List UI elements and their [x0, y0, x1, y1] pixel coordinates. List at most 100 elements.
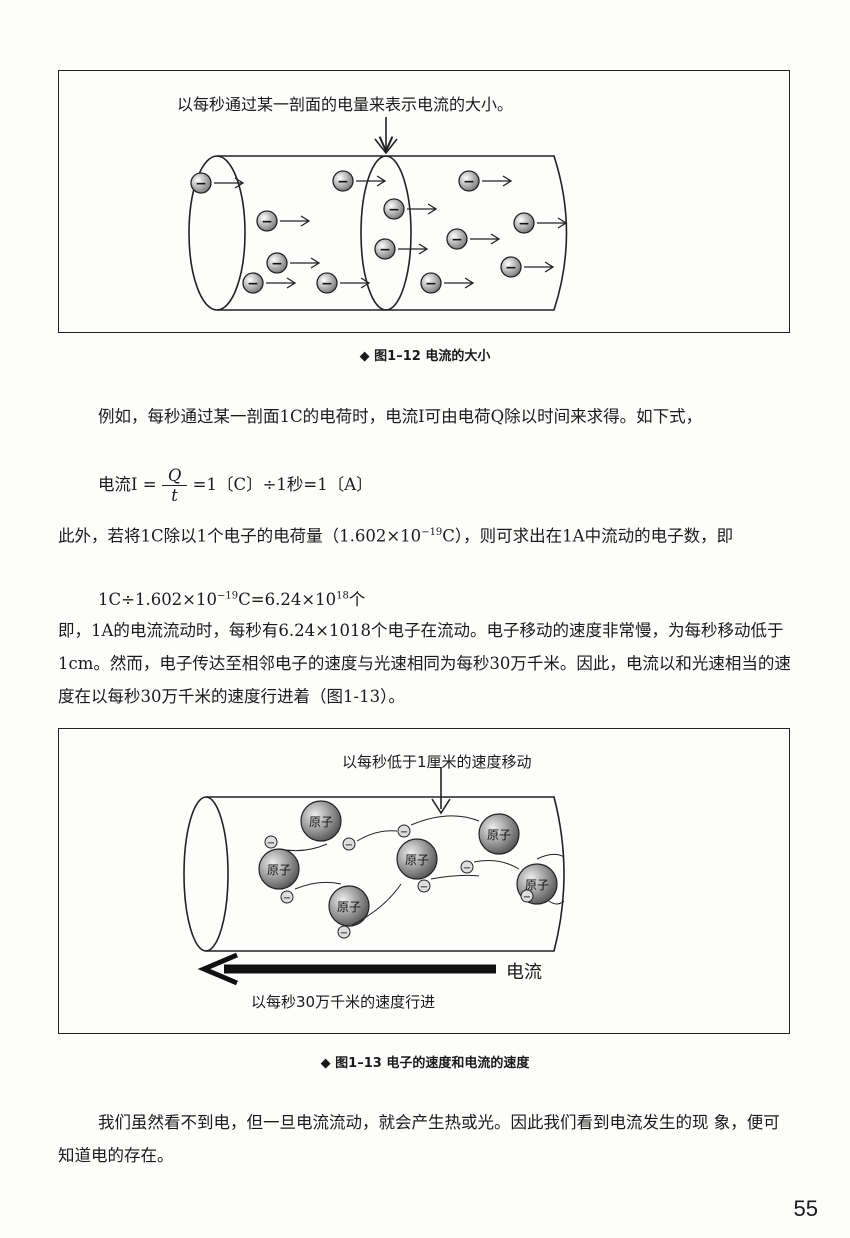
electron-path-arrow [473, 860, 520, 870]
svg-text:−: − [505, 260, 517, 276]
svg-text:−: − [247, 276, 259, 292]
arrow-right-icon [398, 243, 429, 255]
svg-text:原子: 原子 [487, 828, 511, 842]
electron: − [316, 272, 371, 294]
svg-text:−: − [463, 174, 475, 190]
arrow-right-icon [407, 203, 438, 215]
electron: − [520, 889, 534, 903]
svg-text:−: − [271, 256, 283, 272]
electron-path-arrow [430, 874, 480, 880]
electron-path-arrow [294, 881, 342, 890]
atom: 原子 [328, 885, 370, 927]
p2-text-after: C），则可求出在1A中流动的电子数，即 [442, 526, 734, 546]
electron: − [383, 198, 438, 220]
electron: − [337, 925, 351, 939]
paragraph-4: 我们虽然看不到电，但一旦电流流动，就会产生热或光。因此我们看到电流发生的现 象，… [58, 1113, 780, 1165]
electron: − [513, 212, 568, 234]
svg-text:−: − [451, 232, 463, 248]
electron-path-arrow [356, 830, 398, 842]
electron: − [256, 210, 311, 232]
electron: − [446, 228, 501, 250]
svg-text:−: − [400, 827, 408, 838]
electron: − [417, 879, 431, 893]
electron: − [332, 170, 387, 192]
electron: − [458, 170, 513, 192]
arrow-right-icon [470, 233, 501, 245]
arrow-right-icon [356, 175, 387, 187]
arrow-right-icon [537, 217, 568, 229]
svg-text:−: − [267, 838, 275, 849]
electron: − [460, 860, 474, 874]
paragraph-2: 此外，若将1C除以1个电子的电荷量（1.602×10−19C），则可求出在1A中… [58, 516, 793, 553]
svg-text:原子: 原子 [405, 853, 429, 867]
electron: − [190, 172, 245, 194]
equation-electron-count: 1C÷1.602×10−19C=6.24×1018个 [98, 586, 365, 610]
eq2-part: 1C÷1.602×10 [98, 590, 218, 609]
arrow-right-icon [214, 177, 245, 189]
atom: 原子 [258, 848, 300, 890]
page-number: 55 [793, 1196, 818, 1221]
electron: − [242, 272, 297, 294]
arrow-right-icon [482, 175, 513, 187]
svg-text:原子: 原子 [267, 863, 291, 877]
electron-path-arrow [410, 815, 480, 826]
current-label: 电流 [506, 962, 542, 983]
eq2-part: 个 [348, 590, 366, 609]
svg-text:−: − [518, 216, 530, 232]
arrow-right-icon [290, 257, 321, 269]
atom: 原子 [300, 800, 342, 842]
electron-path-arrow [351, 883, 402, 926]
electron: − [500, 256, 555, 278]
eq-denominator: t [171, 486, 178, 505]
figure-1-12: −−−−−−−−−−−−− 以每秒通过某一剖面的电量来表示电流的大小。 [58, 70, 790, 333]
svg-text:−: − [345, 840, 353, 851]
arrow-right-icon [280, 215, 311, 227]
electron-path-arrow [278, 843, 328, 852]
svg-text:−: − [523, 892, 531, 903]
electron: − [374, 238, 429, 260]
eq2-sup: −19 [217, 590, 239, 602]
atom: 原子 [478, 813, 520, 855]
svg-text:−: − [195, 176, 207, 192]
eq2-part: C=6.24×10 [238, 590, 337, 609]
svg-text:−: − [283, 893, 291, 904]
paragraph-1: 例如，每秒通过某一剖面1C的电荷时，电流I可由电荷Q除以时间来求得。如下式， [98, 407, 703, 426]
figure-2-top-label: 以每秒低于1厘米的速度移动 [342, 753, 532, 771]
atom: 原子 [396, 838, 438, 880]
figure-1-13: 原子原子原子原子原子原子−−−−−−−− 以每秒低于1厘米的速度移动 电流 以每… [58, 728, 790, 1034]
svg-text:原子: 原子 [525, 878, 549, 892]
electron: − [420, 272, 475, 294]
arrow-right-icon [524, 261, 555, 273]
arrow-right-icon [266, 277, 297, 289]
figure-2-caption: ◆ 图1–13 电子的速度和电流的速度 [320, 1056, 530, 1071]
svg-text:−: − [420, 882, 428, 893]
svg-text:−: − [379, 242, 391, 258]
eq2-sup: 18 [336, 590, 349, 602]
electrons: −−−−−−−−−−−−− [190, 170, 568, 294]
electron: − [397, 824, 411, 838]
arrow-right-icon [340, 277, 371, 289]
p2-text: 此外，若将1C除以1个电子的电荷量（1.602×10 [58, 526, 422, 546]
svg-text:−: − [321, 276, 333, 292]
figure-2-bottom-label: 以每秒30万千米的速度行进 [251, 993, 436, 1011]
svg-text:−: − [388, 202, 400, 218]
eq-suffix: =1〔C〕÷1秒=1〔A〕 [192, 475, 373, 494]
electron-path-arrow [536, 853, 565, 860]
svg-text:原子: 原子 [309, 815, 333, 829]
svg-text:−: − [337, 174, 349, 190]
electron-path-arrow [548, 900, 565, 905]
current-arrowhead [197, 952, 238, 986]
eq-numerator: Q [161, 466, 188, 486]
electron: − [280, 890, 294, 904]
svg-text:−: − [463, 863, 471, 874]
figure-1-caption: ◆ 图1–12 电流的大小 [359, 349, 491, 364]
electron: − [342, 837, 356, 851]
p2-sup: −19 [421, 527, 443, 538]
svg-text:−: − [425, 276, 437, 292]
eq-prefix: 电流I = [98, 475, 157, 494]
svg-text:原子: 原子 [337, 900, 361, 914]
svg-text:−: − [340, 928, 348, 939]
